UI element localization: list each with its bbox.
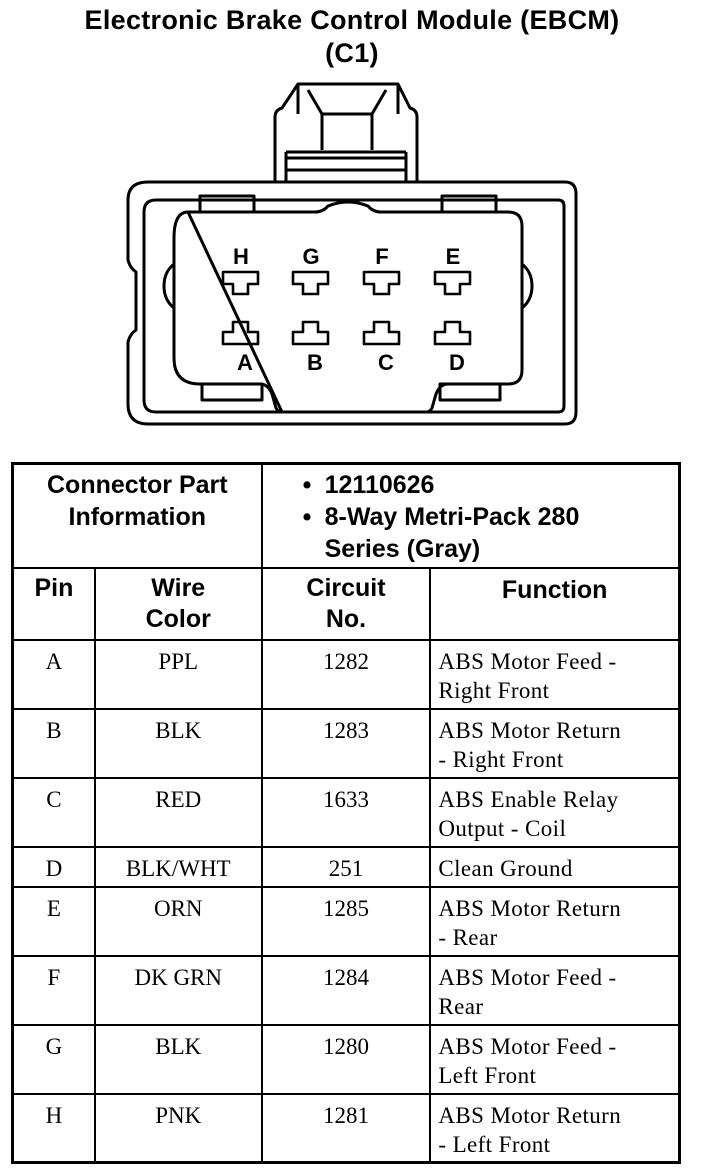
circuit-cell: 1281 bbox=[260, 1092, 432, 1164]
part-info-label: Connector Part Information bbox=[11, 462, 263, 569]
part-info-label-line-2: Information bbox=[68, 503, 207, 531]
function-cell: ABS Motor Return- Left Front bbox=[429, 1092, 681, 1164]
wire-color-cell: BLK bbox=[93, 1023, 263, 1095]
connector-face-diagram: H G F E A B C D bbox=[126, 82, 578, 426]
cavity-label-d: D bbox=[449, 350, 465, 375]
table-row: H PNK 1281 ABS Motor Return- Left Front bbox=[11, 1092, 681, 1164]
function-cell: Clean Ground bbox=[429, 845, 681, 888]
cavity-label-g: G bbox=[302, 244, 319, 269]
column-header-pin: Pin bbox=[11, 566, 96, 641]
pin-cell: F bbox=[11, 954, 96, 1026]
part-info-label-line-1: Connector Part bbox=[47, 471, 228, 499]
column-header-circuit-no: Circuit No. bbox=[260, 566, 432, 641]
function-cell: ABS Motor Feed -Left Front bbox=[429, 1023, 681, 1095]
pin-cell: H bbox=[11, 1092, 96, 1164]
circuit-cell: 1285 bbox=[260, 885, 432, 957]
circuit-cell: 1284 bbox=[260, 954, 432, 1026]
table-row: B BLK 1283 ABS Motor Return- Right Front bbox=[11, 707, 681, 779]
circuit-cell: 1633 bbox=[260, 776, 432, 848]
pinout-table: Connector Part Information •12110626 •8-… bbox=[11, 462, 681, 1164]
cavity-label-a: A bbox=[237, 350, 253, 375]
cavity-label-b: B bbox=[307, 350, 323, 375]
wire-color-cell: DK GRN bbox=[93, 954, 263, 1026]
pin-cell: E bbox=[11, 885, 96, 957]
circuit-cell: 1282 bbox=[260, 638, 432, 710]
function-cell: ABS Motor Feed -Right Front bbox=[429, 638, 681, 710]
pin-cell: A bbox=[11, 638, 96, 710]
circuit-cell: 251 bbox=[260, 845, 432, 888]
page-title: Electronic Brake Control Module (EBCM) (… bbox=[0, 4, 704, 70]
wire-color-cell: ORN bbox=[93, 885, 263, 957]
circuit-cell: 1280 bbox=[260, 1023, 432, 1095]
part-info-row: Connector Part Information •12110626 •8-… bbox=[11, 462, 681, 569]
function-cell: ABS Motor Feed -Rear bbox=[429, 954, 681, 1026]
cavity-label-f: F bbox=[375, 244, 388, 269]
table-row: A PPL 1282 ABS Motor Feed -Right Front bbox=[11, 638, 681, 710]
cavity-label-c: C bbox=[378, 350, 394, 375]
wire-color-cell: PPL bbox=[93, 638, 263, 710]
locking-tab bbox=[273, 82, 419, 182]
wire-color-cell: BLK bbox=[93, 707, 263, 779]
cavity-label-e: E bbox=[446, 244, 461, 269]
function-cell: ABS Motor Return- Rear bbox=[429, 885, 681, 957]
part-info-value: •12110626 •8-Way Metri-Pack 280 Series (… bbox=[260, 462, 681, 569]
column-header-row: Pin Wire Color Circuit No. Function bbox=[11, 566, 681, 641]
table-row: G BLK 1280 ABS Motor Feed -Left Front bbox=[11, 1023, 681, 1095]
connector-housing bbox=[126, 180, 578, 426]
pin-cell: G bbox=[11, 1023, 96, 1095]
part-number: •12110626 bbox=[302, 471, 435, 499]
part-description-cont: Series (Gray) bbox=[324, 535, 481, 563]
wire-color-cell: BLK/WHT bbox=[93, 845, 263, 888]
column-header-wire-color: Wire Color bbox=[93, 566, 263, 641]
bullet: • bbox=[302, 503, 312, 531]
table-row: F DK GRN 1284 ABS Motor Feed -Rear bbox=[11, 954, 681, 1026]
function-cell: ABS Motor Return- Right Front bbox=[429, 707, 681, 779]
pin-cell: D bbox=[11, 845, 96, 888]
table-row: D BLK/WHT 251 Clean Ground bbox=[11, 845, 681, 888]
title-line-2: (C1) bbox=[325, 38, 379, 68]
cavity-label-h: H bbox=[233, 244, 249, 269]
pin-cell: B bbox=[11, 707, 96, 779]
circuit-cell: 1283 bbox=[260, 707, 432, 779]
column-header-function: Function bbox=[429, 566, 681, 641]
wire-color-cell: PNK bbox=[93, 1092, 263, 1164]
title-line-1: Electronic Brake Control Module (EBCM) bbox=[84, 5, 620, 35]
part-description: •8-Way Metri-Pack 280 bbox=[302, 503, 580, 531]
table-row: E ORN 1285 ABS Motor Return- Rear bbox=[11, 885, 681, 957]
terminal-cavities bbox=[221, 270, 472, 346]
bullet: • bbox=[302, 471, 312, 499]
pin-cell: C bbox=[11, 776, 96, 848]
wire-color-cell: RED bbox=[93, 776, 263, 848]
